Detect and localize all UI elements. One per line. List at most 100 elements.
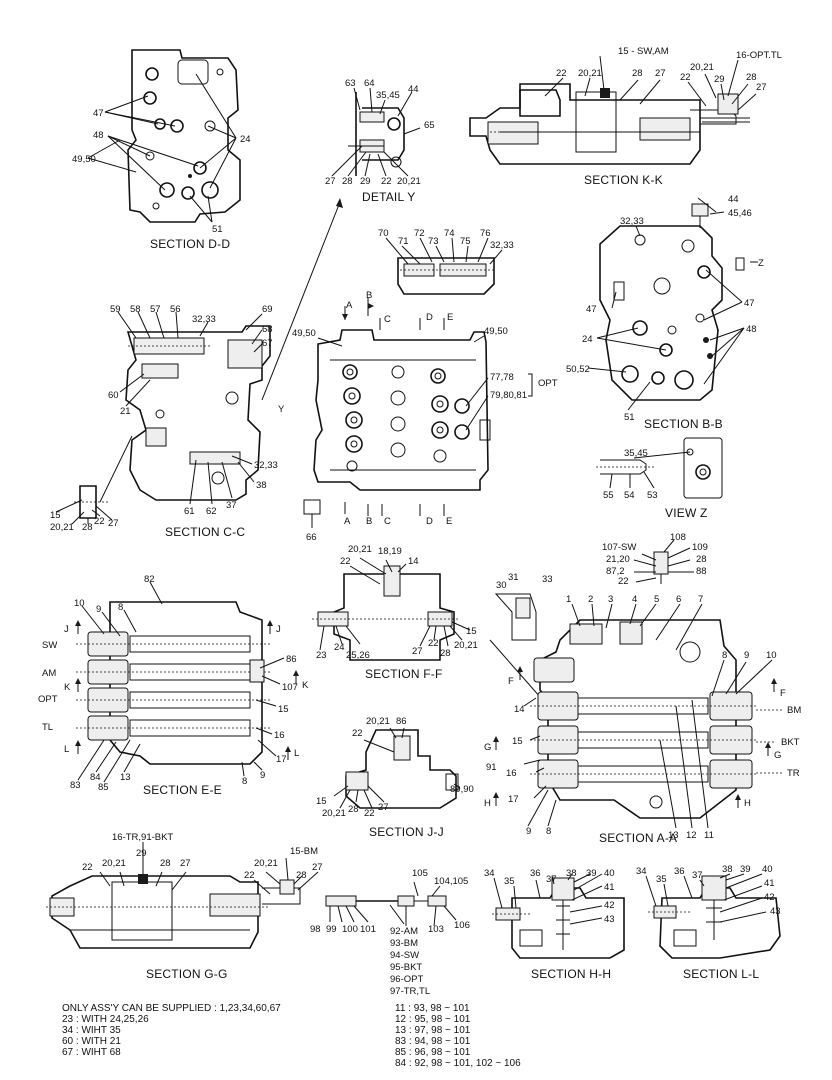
callout-hh-43: 43 — [604, 914, 615, 925]
callout-jj-28: 28 — [348, 804, 359, 815]
callout-bb-50-52: 50,52 — [566, 364, 590, 375]
callout-gg-22-b: 22 — [244, 870, 255, 881]
callout-aa-tr: TR — [787, 768, 800, 779]
callout-ff-28: 28 — [440, 648, 451, 659]
callout-aa-7: 7 — [698, 594, 703, 605]
callout-ee-9-b: 9 — [260, 770, 265, 781]
section-bb-title: SECTION B-B — [644, 417, 723, 431]
port-ring-column-2 — [390, 365, 406, 458]
callout-cc-20-21: 20,21 — [50, 522, 74, 533]
callout-kk-16: 16-OPT.TL — [736, 50, 782, 61]
callout-top-70: 70 — [378, 228, 389, 239]
callout-aa-8-b: 8 — [546, 826, 551, 837]
callout-aa-16: 16 — [506, 768, 517, 779]
callout-gg-28: 28 — [160, 858, 171, 869]
callout-sp-100: 100 — [342, 924, 358, 935]
section-ff-title: SECTION F-F — [365, 667, 443, 681]
callout-kk-20-21-b: 20,21 — [690, 62, 714, 73]
section-dd-drawing: 47 48 49,50 24 51 — [72, 49, 251, 235]
callout-aai-109: 109 — [692, 542, 708, 553]
callout-dd-48: 48 — [93, 130, 104, 141]
callout-cc-15: 15 — [50, 510, 61, 521]
section-hh-drawing: 34 35 36 37 38 39 40 41 42 43 — [484, 868, 625, 959]
callout-ff-15: 15 — [466, 626, 477, 637]
callout-aa-14: 14 — [514, 704, 525, 715]
callout-aa-33: 33 — [542, 574, 553, 585]
callout-bot-a: A — [344, 516, 351, 527]
callout-ff-18-19: 18,19 — [378, 546, 402, 557]
callout-sp-106: 106 — [454, 920, 470, 931]
callout-gg-20-21: 20,21 — [102, 858, 126, 869]
callout-kk-29: 29 — [714, 74, 725, 85]
callout-aa-g: G — [484, 742, 491, 753]
callout-ee-am: AM — [42, 668, 56, 679]
callout-bb-45-46: 45,46 — [728, 208, 752, 219]
callout-ee-107: 107 — [282, 682, 298, 693]
callout-aa-11: 11 — [704, 830, 714, 841]
callout-sp-105: 105 — [412, 868, 428, 879]
callout-bb-32-33: 32,33 — [620, 216, 644, 227]
callout-ee-85: 85 — [98, 782, 109, 793]
callout-top-71: 71 — [398, 236, 409, 247]
callout-ff-27: 27 — [412, 646, 423, 657]
callout-y-29: 29 — [360, 176, 371, 187]
callout-top-a: A — [346, 300, 353, 311]
section-cc-title: SECTION C-C — [165, 525, 246, 539]
callout-ee-l: L — [64, 744, 69, 755]
callout-gg-20-21-b: 20,21 — [254, 858, 278, 869]
callout-aa-1: 1 — [566, 594, 571, 605]
callout-gg-27: 27 — [180, 858, 191, 869]
callout-sp-93-bm: 93-BM — [390, 938, 418, 949]
callout-ee-10: 10 — [74, 598, 85, 609]
callout-ee-84: 84 — [90, 772, 101, 783]
callout-hh-41: 41 — [604, 882, 615, 893]
callout-sp-98: 98 — [310, 924, 321, 935]
callout-aa-12: 12 — [686, 830, 697, 841]
callout-gg-28-b: 28 — [296, 870, 307, 881]
callout-aa-6: 6 — [676, 594, 681, 605]
callout-hh-36: 36 — [530, 868, 541, 879]
callout-bot-e: E — [446, 516, 452, 527]
callout-aai-87-2: 87,2 — [606, 566, 625, 577]
detail-y-title: DETAIL Y — [362, 190, 416, 204]
callout-kk-27-b: 27 — [756, 82, 767, 93]
section-ee-title: SECTION E-E — [143, 783, 222, 797]
callout-aai-28: 28 — [696, 554, 707, 565]
callout-cc-32-33-b: 32,33 — [254, 460, 278, 471]
callout-aa-h: H — [484, 798, 491, 809]
callout-aa-17: 17 — [508, 794, 519, 805]
callout-y-28: 28 — [342, 176, 353, 187]
callout-ff-24: 24 — [334, 642, 345, 653]
callout-ll-43: 43 — [770, 906, 781, 917]
callout-cc-37: 37 — [226, 500, 237, 511]
callout-aa-15: 15 — [512, 736, 523, 747]
callout-top-73: 73 — [428, 236, 439, 247]
callout-aa-10: 10 — [766, 650, 777, 661]
view-z-title: VIEW Z — [665, 506, 708, 520]
supply-notes: ONLY ASS'Y CAN BE SUPPLIED : 1,23,34,60,… — [62, 1003, 281, 1058]
callout-kk-22: 22 — [556, 68, 567, 79]
callout-hh-38: 38 — [566, 868, 577, 879]
section-aa-title: SECTION A-A — [599, 831, 678, 845]
callout-jj-20-21-b: 20,21 — [322, 808, 346, 819]
callout-ee-8: 8 — [118, 602, 123, 613]
callout-z-35-45: 35,45 — [624, 448, 648, 459]
callout-ee-9: 9 — [96, 604, 101, 615]
callout-hh-39: 39 — [586, 868, 597, 879]
callout-ee-16: 16 — [274, 730, 285, 741]
callout-aa-2: 2 — [588, 594, 593, 605]
callout-aai-108: 108 — [670, 532, 686, 543]
callout-aai-21-20: 21,20 — [606, 554, 630, 565]
callout-kk-28: 28 — [632, 68, 643, 79]
port-ring-column-3 — [430, 368, 470, 463]
callout-z-53: 53 — [647, 490, 658, 501]
callout-cc-60: 60 — [108, 390, 119, 401]
callout-top-b: B — [366, 290, 372, 301]
callout-hh-34: 34 — [484, 868, 495, 879]
callout-ll-39: 39 — [740, 864, 751, 875]
callout-cc-38: 38 — [256, 480, 267, 491]
callout-hh-35: 35 — [504, 876, 515, 887]
callout-y-63: 63 — [345, 78, 356, 89]
callout-y-44: 44 — [408, 84, 419, 95]
callout-ll-36: 36 — [674, 866, 685, 877]
